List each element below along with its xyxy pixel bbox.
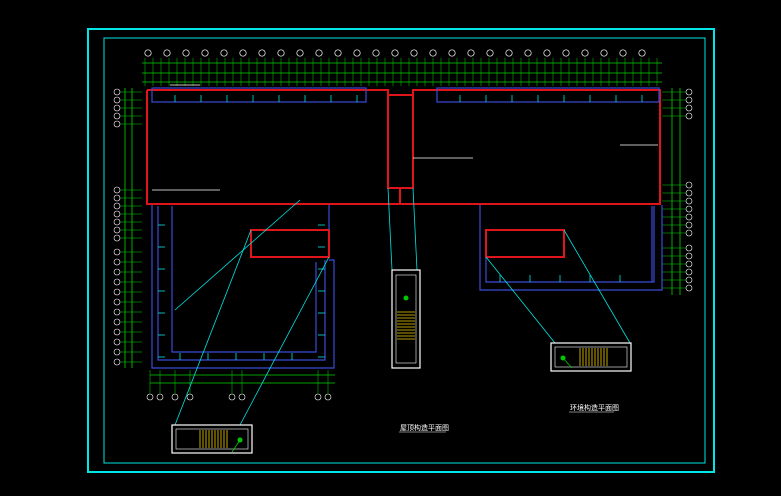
- side-dimension-lines: [124, 88, 681, 368]
- inner-structure: [151, 87, 663, 369]
- circle-axis-icon: [619, 49, 627, 57]
- circle-axis-icon: [685, 229, 693, 237]
- circle-axis-icon: [113, 278, 121, 286]
- stair-detail-middle: [391, 269, 421, 369]
- circle-axis-icon: [113, 318, 121, 326]
- circle-axis-icon: [315, 49, 323, 57]
- circle-axis-icon: [685, 112, 693, 120]
- circle-axis-icon: [685, 197, 693, 205]
- bottom-dimension-lines: [150, 374, 335, 384]
- circle-axis-icon: [113, 338, 121, 346]
- circle-axis-icon: [146, 393, 154, 401]
- circle-axis-icon: [113, 120, 121, 128]
- circle-axis-icon: [685, 244, 693, 252]
- circle-axis-icon: [113, 248, 121, 256]
- annotation-leaders: [152, 84, 658, 191]
- right-axis-bubbles: [662, 88, 693, 292]
- inner-frame: [103, 37, 706, 464]
- circle-axis-icon: [113, 328, 121, 336]
- circle-axis-icon: [296, 49, 304, 57]
- circle-axis-icon: [113, 96, 121, 104]
- circle-axis-icon: [562, 49, 570, 57]
- circle-axis-icon: [182, 49, 190, 57]
- circle-axis-icon: [113, 298, 121, 306]
- circle-axis-icon: [113, 88, 121, 96]
- circle-axis-icon: [685, 260, 693, 268]
- building-walls: [146, 89, 661, 258]
- circle-axis-icon: [685, 96, 693, 104]
- circle-axis-icon: [186, 393, 194, 401]
- top-axis-bubbles: [144, 49, 646, 57]
- circle-axis-icon: [685, 252, 693, 260]
- circle-axis-icon: [505, 49, 513, 57]
- circle-axis-icon: [467, 49, 475, 57]
- circle-axis-icon: [685, 205, 693, 213]
- circle-axis-icon: [113, 226, 121, 234]
- circle-axis-icon: [239, 49, 247, 57]
- dot-marker-icon: [403, 295, 409, 301]
- circle-axis-icon: [685, 268, 693, 276]
- circle-axis-icon: [238, 393, 246, 401]
- circle-axis-icon: [334, 49, 342, 57]
- circle-axis-icon: [581, 49, 589, 57]
- circle-axis-icon: [600, 49, 608, 57]
- circle-axis-icon: [638, 49, 646, 57]
- circle-axis-icon: [486, 49, 494, 57]
- circle-axis-icon: [113, 288, 121, 296]
- circle-axis-icon: [113, 234, 121, 242]
- circle-axis-icon: [113, 268, 121, 276]
- stair-detail-right: [550, 342, 632, 372]
- circle-axis-icon: [410, 49, 418, 57]
- circle-axis-icon: [685, 104, 693, 112]
- circle-axis-icon: [113, 186, 121, 194]
- bottom-axis-bubbles: [146, 370, 332, 401]
- circle-axis-icon: [372, 49, 380, 57]
- circle-axis-icon: [113, 202, 121, 210]
- circle-axis-icon: [524, 49, 532, 57]
- left-axis-bubbles: [113, 88, 142, 366]
- circle-axis-icon: [113, 210, 121, 218]
- circle-axis-icon: [324, 393, 332, 401]
- circle-axis-icon: [113, 358, 121, 366]
- circle-axis-icon: [353, 49, 361, 57]
- circle-axis-icon: [113, 308, 121, 316]
- circle-axis-icon: [228, 393, 236, 401]
- side-plan-title: 环境构造平面图: [570, 403, 619, 412]
- circle-axis-icon: [113, 258, 121, 266]
- top-axis-ticks: [144, 58, 658, 86]
- circle-axis-icon: [163, 49, 171, 57]
- circle-axis-icon: [113, 194, 121, 202]
- circle-axis-icon: [113, 112, 121, 120]
- circle-axis-icon: [391, 49, 399, 57]
- circle-axis-icon: [685, 88, 693, 96]
- circle-axis-icon: [685, 276, 693, 284]
- outer-frame: [87, 28, 715, 473]
- circle-axis-icon: [448, 49, 456, 57]
- circle-axis-icon: [277, 49, 285, 57]
- circle-axis-icon: [113, 348, 121, 356]
- circle-axis-icon: [685, 221, 693, 229]
- circle-axis-icon: [685, 189, 693, 197]
- circle-axis-icon: [201, 49, 209, 57]
- circle-axis-icon: [156, 393, 164, 401]
- circle-axis-icon: [314, 393, 322, 401]
- circle-axis-icon: [685, 213, 693, 221]
- wall-ticks: [158, 95, 643, 360]
- circle-axis-icon: [113, 104, 121, 112]
- circle-axis-icon: [220, 49, 228, 57]
- circle-axis-icon: [543, 49, 551, 57]
- circle-axis-icon: [685, 284, 693, 292]
- circle-axis-icon: [113, 218, 121, 226]
- leader-lines: [174, 187, 631, 426]
- main-plan-title: 屋顶构造平面图: [400, 423, 449, 432]
- stair-detail-left: [171, 424, 253, 454]
- circle-axis-icon: [429, 49, 437, 57]
- top-dimension-lines: [142, 62, 662, 83]
- circle-axis-icon: [258, 49, 266, 57]
- circle-axis-icon: [144, 49, 152, 57]
- circle-axis-icon: [685, 181, 693, 189]
- circle-axis-icon: [171, 393, 179, 401]
